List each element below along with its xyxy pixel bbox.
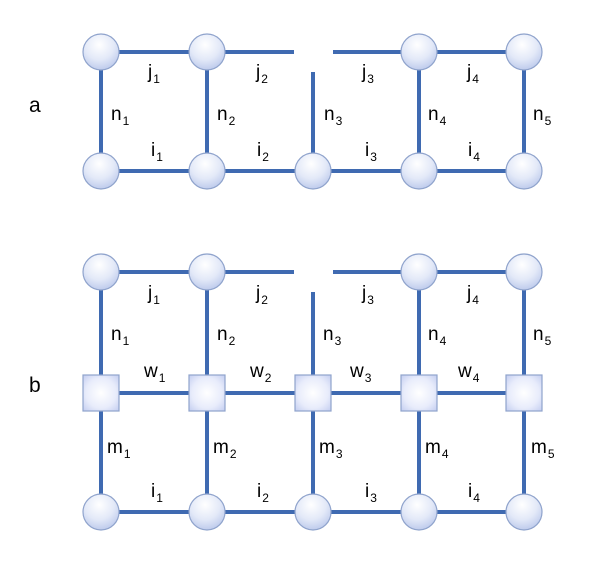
label-n1: n1	[111, 324, 130, 348]
node-square	[400, 374, 438, 412]
label-n1: n1	[111, 104, 130, 128]
label-w3: w3	[349, 361, 372, 385]
node-circle	[505, 33, 543, 71]
panel-a: a j1	[29, 33, 552, 190]
node-square	[82, 374, 120, 412]
node-circle	[82, 152, 120, 190]
node-circle	[294, 152, 332, 190]
label-j4: j4	[466, 283, 479, 307]
panel-a-labels: j1 j2 j3 j4 n1 n2 n3 n4 n5 i1 i2 i3 i4	[111, 62, 552, 164]
node-circle	[400, 253, 438, 291]
node-circle	[400, 493, 438, 531]
panel-a-label: a	[29, 94, 41, 117]
node-circle	[82, 493, 120, 531]
node-circle	[400, 33, 438, 71]
node-circle	[294, 493, 332, 531]
label-n2: n2	[217, 104, 236, 128]
node-square	[188, 374, 226, 412]
label-n3: n3	[324, 104, 343, 128]
label-n5: n5	[533, 104, 552, 128]
label-n2: n2	[217, 324, 236, 348]
panel-b-nodes	[82, 253, 543, 531]
label-j1: j1	[147, 283, 160, 307]
label-m3: m3	[319, 437, 343, 461]
label-j2: j2	[255, 283, 268, 307]
node-circle	[188, 33, 226, 71]
label-i1: i1	[151, 481, 163, 505]
label-i4: i4	[468, 481, 480, 505]
label-i3: i3	[365, 140, 377, 164]
label-n3: n3	[323, 324, 342, 348]
label-j3: j3	[361, 283, 374, 307]
node-circle	[505, 253, 543, 291]
label-i4: i4	[468, 140, 480, 164]
label-w4: w4	[457, 361, 480, 385]
node-circle	[82, 33, 120, 71]
label-i2: i2	[257, 140, 269, 164]
label-n4: n4	[428, 324, 447, 348]
label-w2: w2	[249, 361, 272, 385]
label-m5: m5	[531, 437, 555, 461]
node-circle	[188, 253, 226, 291]
label-j2: j2	[255, 62, 268, 86]
panel-b: b	[29, 253, 555, 531]
panel-b-label: b	[29, 374, 41, 397]
label-n4: n4	[428, 104, 447, 128]
node-circle	[82, 253, 120, 291]
node-square	[505, 374, 543, 412]
label-j3: j3	[361, 62, 374, 86]
panel-b-labels: j1 j2 j3 j4 n1 n2 n3 n4 n5 w1 w2 w3 w4 m…	[107, 283, 555, 505]
label-i1: i1	[151, 140, 163, 164]
label-m2: m2	[213, 437, 237, 461]
label-j1: j1	[147, 62, 160, 86]
node-circle	[188, 152, 226, 190]
node-square	[294, 374, 332, 412]
node-circle	[505, 493, 543, 531]
label-n5: n5	[533, 324, 552, 348]
label-m1: m1	[107, 437, 131, 461]
label-j4: j4	[466, 62, 479, 86]
panel-a-nodes	[82, 33, 543, 190]
label-w1: w1	[143, 361, 166, 385]
label-i3: i3	[365, 481, 377, 505]
node-circle	[505, 152, 543, 190]
label-m4: m4	[425, 437, 449, 461]
label-i2: i2	[257, 481, 269, 505]
node-circle	[188, 493, 226, 531]
node-circle	[400, 152, 438, 190]
